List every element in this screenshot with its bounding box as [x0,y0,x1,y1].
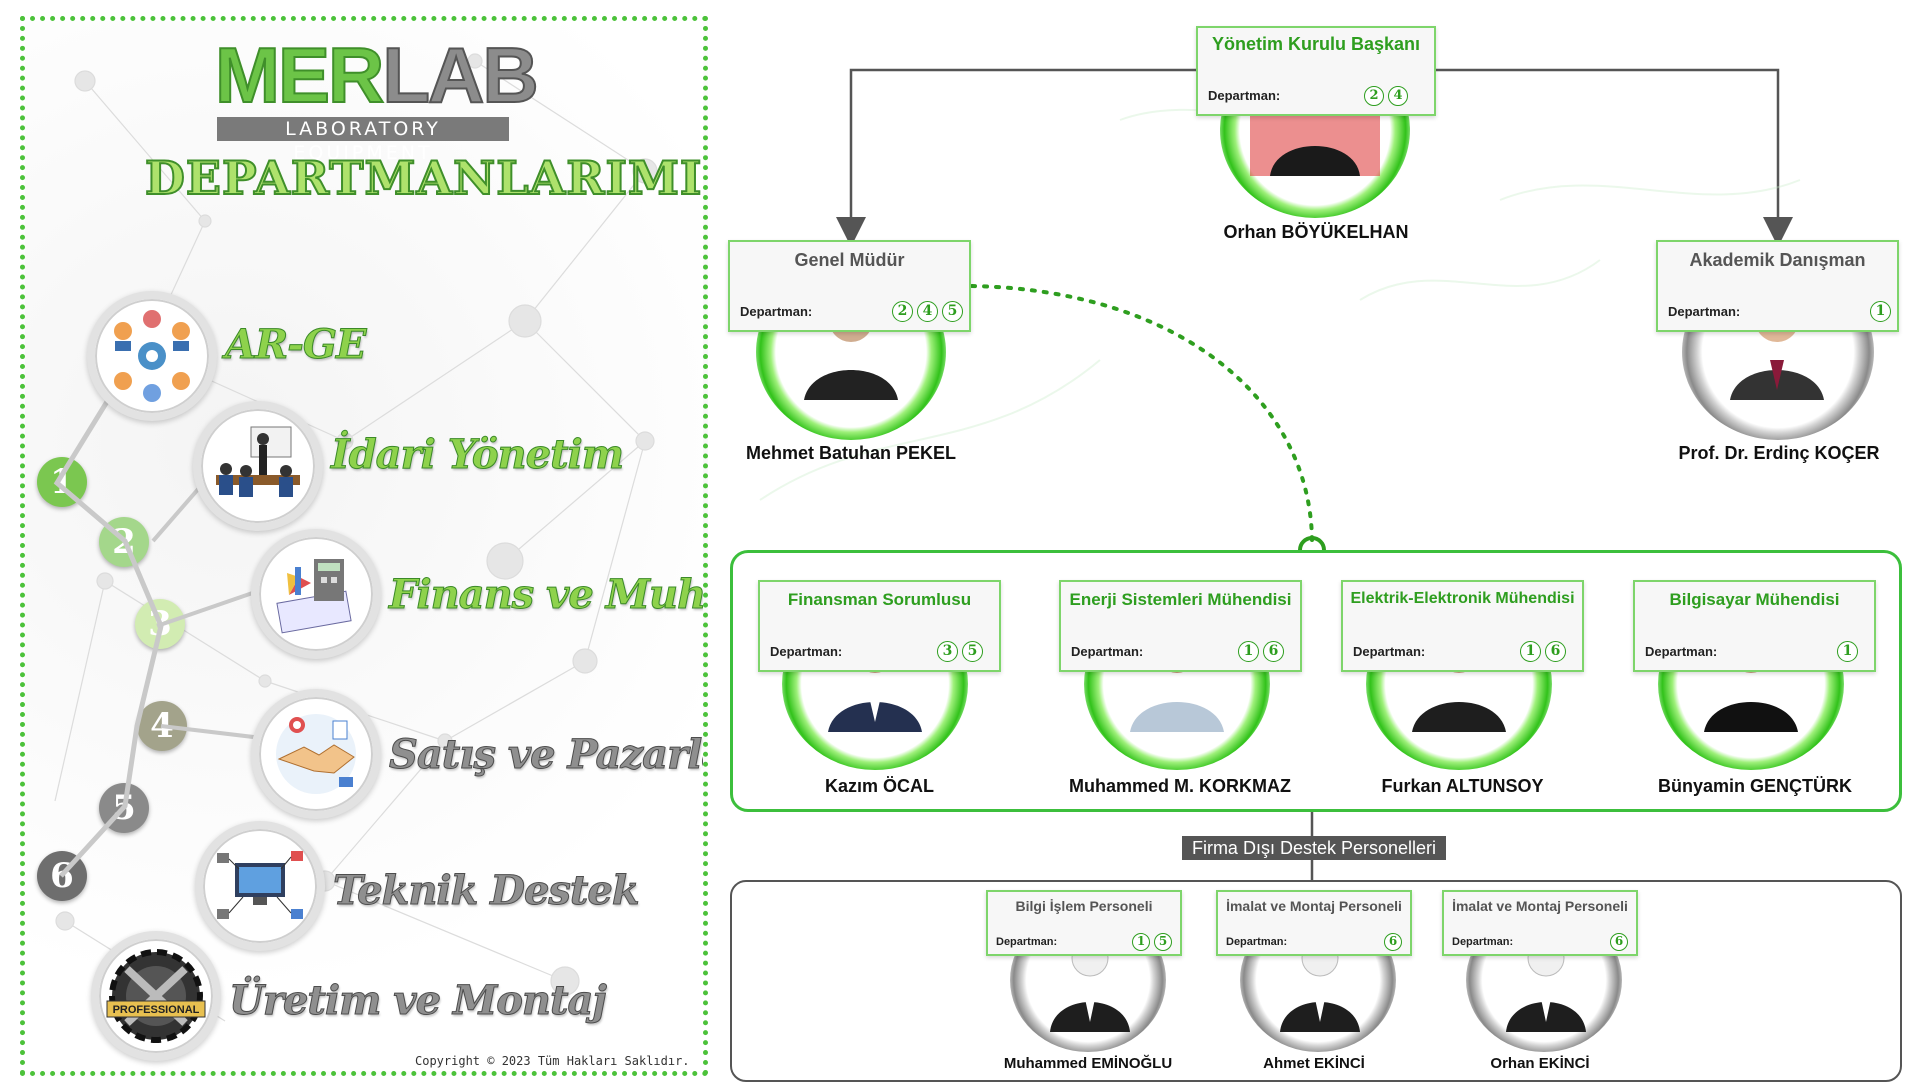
department-path-line [53,359,288,878]
person-card-energy-engineer: Enerji Sistemleri Mühendisi Departman: 1… [1059,580,1302,672]
department-badge: 4 [1388,86,1408,106]
person-card-general-manager: Genel Müdür Departman: 2 4 5 [728,240,971,332]
job-title: İmalat ve Montaj Personeli [1226,898,1402,914]
team-gears-icon [87,291,217,421]
person-name: Kazım ÖCAL [824,776,934,796]
job-title: Elektrik-Elektronik Mühendisi [1350,590,1575,607]
professional-gear-wrench-icon: PROFESSIONAL [91,931,221,1061]
job-title: Yönetim Kurulu Başkanı [1211,34,1421,54]
department-badges: 1 6 [1238,641,1284,662]
department-label: Departman: [1668,304,1741,319]
department-badge: 5 [1154,933,1172,951]
departments-panel: MERLAB LABORATORY EQUIPMENT DEPARTMANLAR… [20,16,708,1076]
person-name: Ahmet EKİNCİ [1263,1055,1365,1072]
department-badges: 1 [1870,301,1891,322]
department-badges: 1 6 [1520,641,1566,662]
merlab-logo: MERLAB LABORATORY EQUIPMENT [214,34,540,164]
finance-calculator-chart-icon [251,529,381,659]
person-card-assembly-staff-2: İmalat ve Montaj Personeli Departman: 6 [1442,890,1638,956]
department-badge: 5 [942,301,963,322]
department-badge: 1 [1132,933,1150,951]
department-badges: 1 5 [1132,933,1172,951]
job-title: Genel Müdür [794,250,905,270]
avatar [1280,939,1360,1032]
person-name: Prof. Dr. Erdinç KOÇER [1678,443,1880,463]
department-label-finans: Finans ve Muhasebe [388,571,706,619]
professional-badge-text: PROFESSIONAL [113,1004,200,1016]
logo-text-mer: MER [214,31,385,119]
department-label: Departman: [770,644,843,659]
department-label: Departman: [1071,644,1144,659]
logo-tagline: LABORATORY EQUIPMENT [217,117,509,164]
department-badge: 1 [1870,301,1891,322]
department-badge: 3 [937,641,958,662]
department-label: Departman: [1645,644,1718,659]
person-name: Furkan ALTUNSOY [1381,776,1544,796]
department-label: Departman: [1208,88,1281,103]
person-card-electrical-engineer: Elektrik-Elektronik Mühendisi Departman:… [1341,580,1584,672]
handshake-sales-icon [251,689,381,819]
person-name: Orhan BÖYÜKELHAN [1223,222,1409,242]
department-label-satis: Satış ve Pazarlama [389,731,703,779]
department-badges: 2 4 [1364,86,1408,106]
department-label-idari-yonetim: İdari Yönetim [330,431,624,479]
department-label: Departman: [1353,644,1426,659]
department-badge: 4 [917,301,938,322]
person-name: Orhan EKİNCİ [1490,1055,1590,1072]
person-name: Muhammed M. KORKMAZ [1069,776,1291,796]
department-badge: 6 [1263,641,1284,662]
department-badge: 1 [1238,641,1259,662]
departments-title: DEPARTMANLARIMIZ [144,150,708,206]
department-badges: 2 4 5 [892,301,963,322]
department-badges: 6 [1610,933,1628,951]
external-staff-label: Firma Dışı Destek Personelleri [1182,836,1446,860]
person-name: Muhammed EMİNOĞLU [1003,1055,1173,1072]
person-name: Mehmet Batuhan PEKEL [745,443,957,463]
job-title: Enerji Sistemleri Mühendisi [1069,590,1292,609]
department-badge: 6 [1545,641,1566,662]
job-title: Finansman Sorumlusu [787,590,972,609]
department-label-uretim: Üretim ve Montaj [229,977,608,1025]
department-badge: 2 [1364,86,1384,106]
department-label: Departman: [1226,936,1288,948]
person-name: Bünyamin GENÇTÜRK [1657,776,1852,796]
department-badge: 5 [962,641,983,662]
department-label: Departman: [996,936,1058,948]
department-badge: 6 [1384,933,1402,951]
person-card-finance-officer: Finansman Sorumlusu Departman: 3 5 [758,580,1001,672]
job-title: İmalat ve Montaj Personeli [1452,898,1628,914]
department-badge: 1 [1837,641,1858,662]
person-card-chairman: Yönetim Kurulu Başkanı Departman: 2 4 [1196,26,1436,116]
person-card-assembly-staff-1: İmalat ve Montaj Personeli Departman: 6 [1216,890,1412,956]
department-label: Departman: [1452,936,1514,948]
department-badge: 1 [1520,641,1541,662]
technical-support-network-icon [195,821,325,951]
department-badge: 6 [1610,933,1628,951]
person-card-computer-engineer: Bilgisayar Mühendisi Departman: 1 [1633,580,1876,672]
person-card-it-staff: Bilgi İşlem Personeli Departman: 1 5 [986,890,1182,956]
copyright-text: Copyright © 2023 Tüm Hakları Saklıdır. [415,1054,690,1068]
job-title: Bilgi İşlem Personeli [1015,898,1153,914]
department-label-arge: AR-GE [225,321,368,369]
department-badges: 1 [1837,641,1858,662]
department-badges: 3 5 [937,641,983,662]
meeting-presentation-icon [193,401,323,531]
logo-text-lab: LAB [381,31,539,119]
department-badges: 6 [1384,933,1402,951]
department-badge: 2 [892,301,913,322]
department-label-teknik-destek: Teknik Destek [333,867,641,915]
job-title: Akademik Danışman [1689,250,1866,270]
person-card-academic-advisor: Akademik Danışman Departman: 1 [1656,240,1899,332]
job-title: Bilgisayar Mühendisi [1669,590,1840,609]
department-label: Departman: [740,304,813,319]
